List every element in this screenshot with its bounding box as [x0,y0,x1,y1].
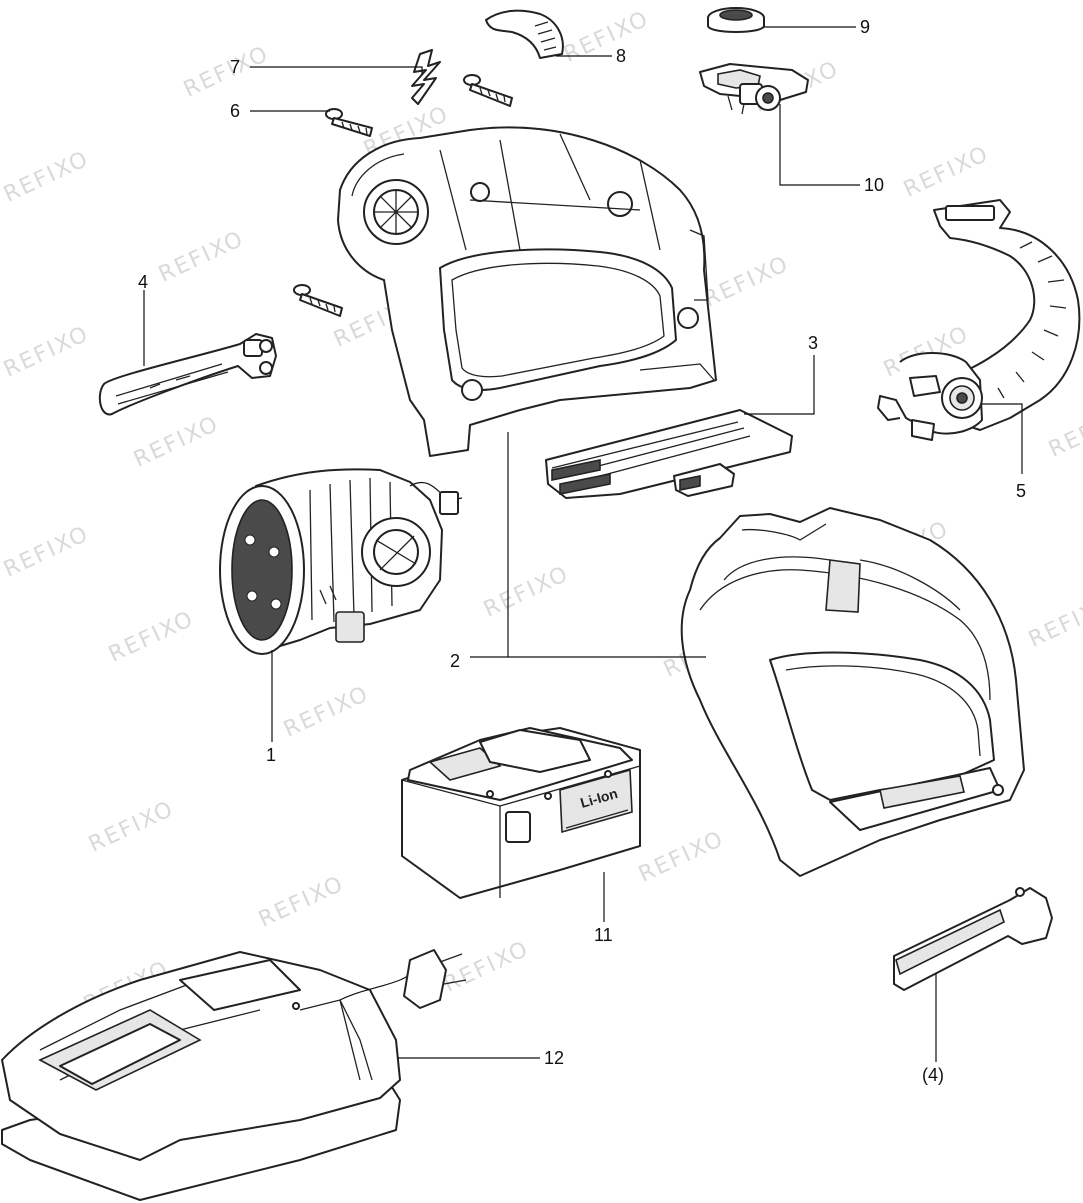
callout-9: 9 [860,17,871,37]
part-1-motor [219,468,463,655]
callout-7: 7 [230,57,241,77]
callout-8: 8 [616,46,627,66]
part-4-handle-strip-spare [893,887,1053,991]
callout-4: 4 [138,272,149,292]
part-8-switch-slider [485,9,564,59]
housing-frame [337,126,717,457]
callout-1: 1 [266,745,277,765]
leader-lines [143,26,1023,1062]
part-10-switch-module [699,63,809,115]
part-3-contact-plates [545,409,793,499]
callout-4-spare: (4) [922,1065,944,1085]
part-5-rubber-grip [877,199,1081,441]
callout-12: 12 [544,1048,565,1068]
callout-5: 5 [1016,481,1027,501]
callout-10: 10 [864,175,885,195]
part-9-knob [707,7,765,33]
part-12-charger [1,949,467,1201]
callout-3: 3 [808,333,819,353]
callout-11: 11 [594,925,613,945]
part-7-spring-clip [411,49,441,105]
callout-2: 2 [450,651,461,671]
part-4-handle-strip [98,333,277,416]
part-11-battery: Li-Ion [401,727,641,899]
callout-6: 6 [230,101,241,121]
part-2-housing-shell [680,507,1025,877]
